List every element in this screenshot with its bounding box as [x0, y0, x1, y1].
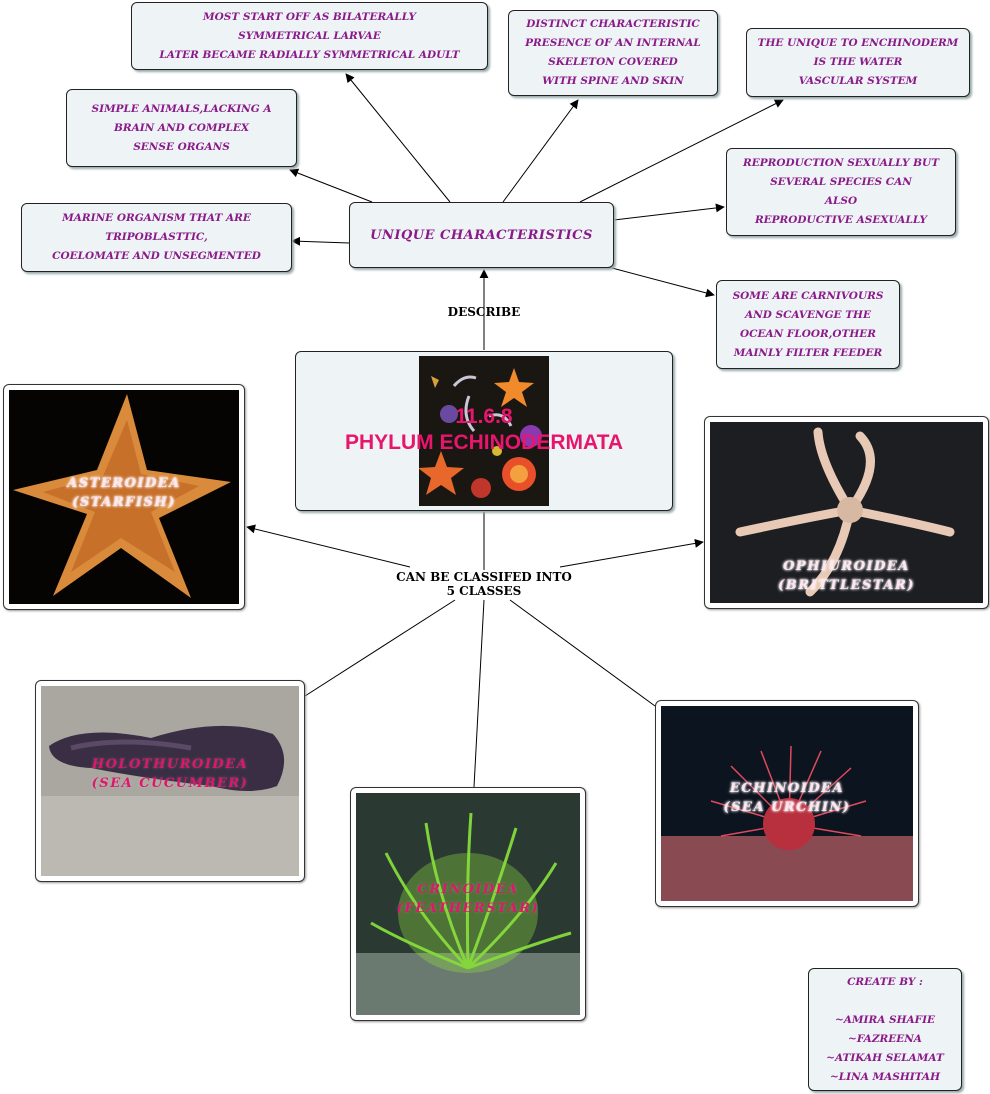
line-to-echinoidea: [509, 599, 656, 707]
echinoidea-caption: ECHINOIDEA (SEA URCHIN): [723, 781, 851, 815]
arrow-to-water: [579, 99, 784, 203]
note-marine: MARINE ORGANISM THAT ARE TRIPOBLASTTIC, …: [21, 203, 292, 272]
arrow-to-asteroidea: [246, 524, 411, 568]
featherstar-image: [356, 793, 580, 1015]
central-box: 11.6.8 PHYLUM ECHINODERMATA: [295, 351, 673, 511]
asteroidea-caption: ASTEROIDEA (STARFISH): [67, 476, 181, 510]
ophiuroidea-caption: OPHIUROIDEA (BRITTLESTAR): [778, 559, 915, 593]
describe-label: DESCRIBE: [447, 305, 521, 319]
line-to-holothuroidea: [304, 599, 456, 697]
class-asteroidea: ASTEROIDEA (STARFISH): [3, 384, 245, 610]
note-feeding: SOME ARE CARNIVOURS AND SCAVENGE THE OCE…: [716, 280, 900, 369]
note-simple: SIMPLE ANIMALS,LACKING A BRAIN AND COMPL…: [66, 89, 297, 167]
arrow-to-simple: [289, 168, 373, 203]
sea-urchin-image: [661, 706, 913, 901]
class-crinoidea: CRINOIDEA (FEATHERSTAR): [350, 787, 586, 1021]
note-skeleton-text: DISTINCT CHARACTERISTIC PRESENCE OF AN I…: [525, 18, 701, 87]
note-reproduction-text: REPRODUCTION SEXUALLY BUT SEVERAL SPECIE…: [742, 157, 940, 226]
crinoidea-caption: CRINOIDEA (FEATHERSTAR): [396, 882, 540, 916]
note-simple-text: SIMPLE ANIMALS,LACKING A BRAIN AND COMPL…: [91, 102, 272, 153]
classify-label: CAN BE CLASSIFED INTO 5 CLASSES: [396, 570, 572, 598]
arrow-to-feeding: [611, 267, 715, 298]
note-skeleton: DISTINCT CHARACTERISTIC PRESENCE OF AN I…: [508, 10, 718, 96]
holothuroidea-caption: HOLOTHUROIDEA (SEA CUCUMBER): [91, 757, 249, 791]
note-reproduction: REPRODUCTION SEXUALLY BUT SEVERAL SPECIE…: [726, 148, 956, 236]
note-water-text: THE UNIQUE TO ENCHINODERM IS THE WATER V…: [757, 37, 959, 87]
unique-characteristics-box: UNIQUE CHARACTERISTICS: [349, 202, 614, 268]
arrow-to-marine: [291, 236, 350, 246]
note-marine-text: MARINE ORGANISM THAT ARE TRIPOBLASTTIC, …: [52, 212, 261, 262]
note-larvae-text: MOST START OFF AS BILATERALLY SYMMETRICA…: [159, 10, 460, 61]
central-title: 11.6.8 PHYLUM ECHINODERMATA: [344, 405, 624, 454]
class-echinoidea: ECHINOIDEA (SEA URCHIN): [655, 700, 919, 907]
sea-cucumber-image: [41, 686, 299, 876]
note-larvae: MOST START OFF AS BILATERALLY SYMMETRICA…: [131, 2, 488, 70]
class-holothuroidea: HOLOTHUROIDEA (SEA CUCUMBER): [35, 680, 305, 882]
arrow-to-larvae: [345, 73, 451, 203]
arrow-to-ophiuroidea: [559, 538, 704, 568]
line-to-crinoidea: [473, 599, 485, 788]
class-ophiuroidea: OPHIUROIDEA (BRITTLESTAR): [704, 416, 989, 609]
unique-characteristics-text: UNIQUE CHARACTERISTICS: [370, 227, 593, 243]
brittlestar-image: [710, 422, 983, 603]
note-water: THE UNIQUE TO ENCHINODERM IS THE WATER V…: [746, 28, 970, 97]
arrow-to-skeleton: [502, 99, 579, 203]
echinoderm-collage-image: [419, 356, 549, 506]
credits-box: CREATE BY : ~AMIRA SHAFIE ~FAZREENA ~ATI…: [808, 968, 962, 1091]
note-feeding-text: SOME ARE CARNIVOURS AND SCAVENGE THE OCE…: [732, 289, 884, 359]
starfish-image: [9, 390, 239, 604]
arrow-to-reproduction: [613, 203, 725, 221]
credits-text: CREATE BY : ~AMIRA SHAFIE ~FAZREENA ~ATI…: [826, 975, 944, 1083]
